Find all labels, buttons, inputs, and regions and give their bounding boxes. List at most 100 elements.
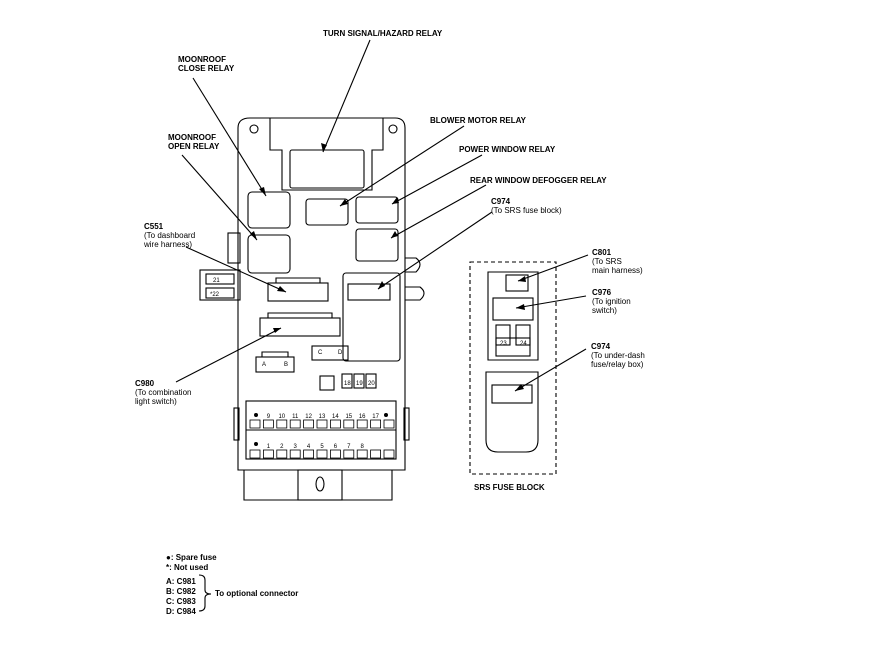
fuse-slot — [289, 449, 301, 459]
fuse-label-21: 21 — [213, 278, 220, 284]
connector-label-a: A — [262, 362, 267, 368]
fuse-number-2: 2 — [280, 444, 284, 450]
rear-defogger-relay — [355, 228, 399, 262]
label-id: C976 — [592, 288, 612, 297]
legend-a: A: C981 — [166, 577, 196, 586]
fuse-number-14: 14 — [332, 414, 339, 420]
fuse-slot — [262, 449, 274, 459]
fuse-number-13: 13 — [319, 414, 326, 420]
fuse-slot — [370, 419, 382, 429]
c976-socket — [492, 297, 534, 321]
legend-optional-connector: To optional connector — [215, 589, 299, 598]
moonroof-open-relay — [247, 234, 291, 274]
label-c801: C801 (To SRS main harness) — [592, 248, 643, 275]
leader-turn-signal — [322, 39, 371, 153]
fuse-label-18: 18 — [344, 381, 351, 387]
fuse-slot — [356, 419, 368, 429]
leader-c974-top — [377, 211, 493, 290]
fuse-slot — [316, 419, 328, 429]
leader-moonroof-close — [192, 77, 267, 197]
label-turn-signal-relay: TURN SIGNAL/HAZARD RELAY — [323, 29, 443, 38]
fuse-slot — [303, 449, 315, 459]
leader-blower — [339, 125, 465, 207]
label-moonroof-open-relay: MOONROOF OPEN RELAY — [168, 133, 219, 151]
fuse-slot — [249, 449, 261, 459]
fuse-slot — [356, 449, 368, 459]
leader-c976 — [515, 295, 587, 309]
leader-c801 — [517, 254, 589, 282]
fuse-slot — [276, 419, 288, 429]
legend-d: D: C984 — [166, 607, 196, 616]
legend-block: ●: Spare fuse *: Not used A: C981 B: C98… — [166, 553, 217, 617]
side-fuse-holder — [199, 269, 241, 301]
fuse-slot — [383, 419, 395, 429]
fuse-number-1: 1 — [267, 444, 271, 450]
label-c974-top: C974 (To SRS fuse block) — [491, 197, 562, 215]
fuse-number-17: 17 — [372, 414, 379, 420]
fuse-label-20: 20 — [368, 381, 375, 387]
label-id: C980 — [135, 379, 155, 388]
legend-spare: ●: Spare fuse — [166, 553, 217, 562]
label-id: C551 — [144, 222, 164, 231]
label-desc: fuse/relay box) — [591, 360, 644, 369]
fuse-slot — [329, 449, 341, 459]
c974-socket — [342, 272, 401, 362]
fuse-label-22: *22 — [210, 292, 220, 298]
mount-hole-right — [388, 124, 398, 134]
fuse-slot — [370, 449, 382, 459]
label-line: MOONROOF — [178, 55, 226, 64]
srs-block — [487, 271, 539, 361]
fuses-18-20 — [341, 373, 377, 389]
label-power-window-relay: POWER WINDOW RELAY — [459, 145, 556, 154]
fuse-slot — [276, 449, 288, 459]
leader-power-window — [391, 154, 483, 205]
fuse-number-11: 11 — [292, 414, 299, 420]
fuse-slot — [329, 419, 341, 429]
label-id: C974 — [491, 197, 511, 206]
label-desc: (To ignition — [592, 297, 631, 306]
label-id: C974 — [591, 342, 611, 351]
leader-defogger — [390, 184, 487, 239]
fuse-slot — [343, 419, 355, 429]
label-c980: C980 (To combination light switch) — [135, 379, 191, 406]
fuse-block-outline — [237, 117, 406, 501]
srs-lower-block — [485, 371, 539, 453]
fuse-number-6: 6 — [334, 444, 338, 450]
legend-b: B: C982 — [166, 587, 196, 596]
moonroof-close-relay — [247, 191, 291, 229]
fuse-number-9: 9 — [267, 414, 271, 420]
fuse-number-10: 10 — [278, 414, 285, 420]
fuse-number-15: 15 — [345, 414, 352, 420]
label-c976: C976 (To ignition switch) — [592, 288, 631, 315]
label-c974-srs: C974 (To under-dash fuse/relay box) — [591, 342, 645, 369]
label-desc: wire harness) — [144, 240, 193, 249]
power-window-relay — [355, 196, 399, 224]
blower-motor-relay — [305, 198, 349, 226]
connector-label-d: D — [338, 350, 343, 356]
label-line: OPEN RELAY — [168, 142, 220, 151]
legend-c: C: C983 — [166, 597, 196, 606]
label-blower-motor-relay: BLOWER MOTOR RELAY — [430, 116, 527, 125]
fuse-number-5: 5 — [320, 444, 324, 450]
label-moonroof-close-relay: MOONROOF CLOSE RELAY — [178, 55, 234, 73]
turn-signal-relay — [289, 149, 365, 189]
legend-not-used: *: Not used — [166, 563, 209, 572]
c980-connector — [259, 317, 341, 337]
c551-connector — [267, 282, 329, 302]
label-desc: light switch) — [135, 397, 177, 406]
fuse-slot — [262, 419, 274, 429]
label-srs-fuse-block: SRS FUSE BLOCK — [474, 483, 545, 492]
label-desc: (To dashboard — [144, 231, 196, 240]
label-desc: (To under-dash — [591, 351, 645, 360]
fuse-number-16: 16 — [359, 414, 366, 420]
legend-brace — [198, 574, 212, 612]
label-rear-defogger-relay: REAR WINDOW DEFOGGER RELAY — [470, 176, 607, 185]
fuse-slot — [303, 419, 315, 429]
srs-frame — [469, 261, 557, 475]
label-desc: (To combination — [135, 388, 192, 397]
fuse-slot — [343, 449, 355, 459]
label-desc: (To SRS fuse block) — [491, 206, 562, 215]
fuse-slot — [316, 449, 328, 459]
fuse-number-12: 12 — [305, 414, 312, 420]
